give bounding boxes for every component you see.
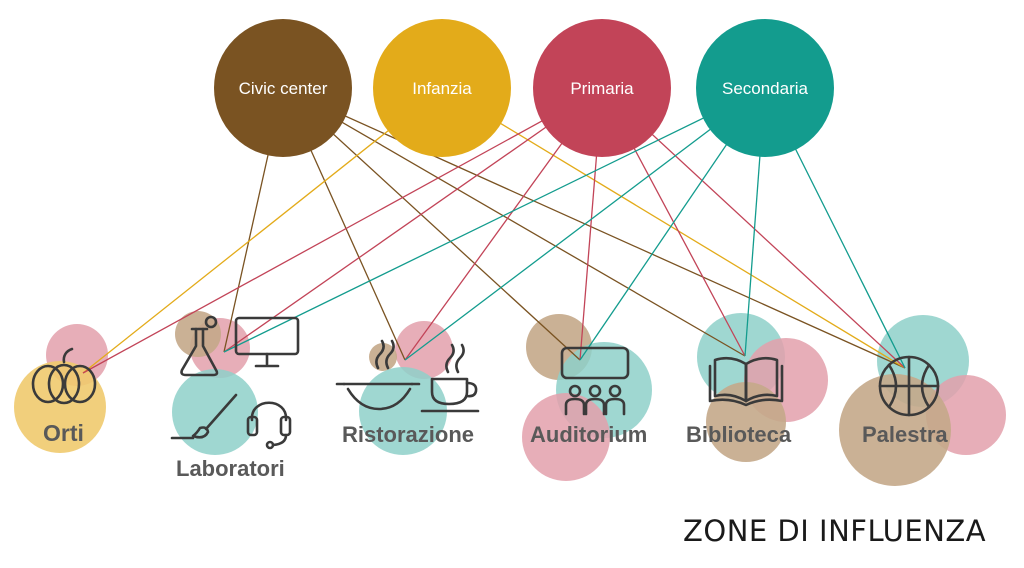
link-civic-biblioteca (282, 87, 746, 357)
monitor-icon (234, 316, 300, 368)
biblioteca-blob-tan (706, 382, 786, 462)
basketball-icon (878, 355, 940, 417)
diagram-caption: ZONE DI INFLUENZA (683, 514, 987, 548)
link-infanzia-orti (82, 87, 443, 374)
paintbrush-icon (170, 393, 238, 440)
hub-circle-civic (214, 19, 352, 157)
headset-icon (246, 401, 292, 450)
audience-icon (560, 346, 630, 416)
palestra-blob-tan (839, 374, 951, 486)
hub-circles: Civic center Infanzia Primaria Secondaria (214, 19, 834, 157)
pumpkin-icon (31, 347, 97, 405)
zone-label-palestra: Palestra (862, 422, 948, 447)
zone-icons (31, 315, 940, 450)
link-secondaria-ristorazione (404, 87, 766, 361)
auditorium-blob-pink (522, 393, 610, 481)
link-civic-palestra (282, 87, 906, 369)
zone-labels: Orti Laboratori Ristorazione Auditorium … (43, 420, 948, 481)
coffee-cup-icon (420, 343, 480, 413)
zone-label-auditorium: Auditorium (530, 422, 647, 447)
hub-circle-secondaria (696, 19, 834, 157)
link-primaria-orti (82, 87, 603, 374)
hub-label-secondaria: Secondaria (722, 79, 809, 98)
hub-circle-infanzia (373, 19, 511, 157)
hub-primaria: Primaria (533, 19, 671, 157)
ristorazione-blob-teal (359, 367, 447, 455)
hub-infanzia: Infanzia (373, 19, 511, 157)
hub-civic: Civic center (214, 19, 352, 157)
hub-secondaria: Secondaria (696, 19, 834, 157)
hub-label-civic: Civic center (239, 79, 328, 98)
zone-label-biblioteca: Biblioteca (686, 422, 792, 447)
orti-blob-yellow (14, 361, 106, 453)
food-bowl-icon (335, 339, 421, 411)
lab-flask-icon (180, 315, 219, 377)
link-primaria-laboratori (223, 87, 603, 353)
hub-circle-primaria (533, 19, 671, 157)
hub-label-infanzia: Infanzia (412, 79, 472, 98)
zone-label-orti: Orti (43, 420, 84, 446)
zone-label-ristorazione: Ristorazione (342, 422, 474, 447)
laboratori-blob-tan (175, 311, 221, 357)
zone-blobs (14, 311, 1006, 486)
hub-label-primaria: Primaria (570, 79, 634, 98)
laboratori-blob-teal (172, 369, 258, 455)
open-book-icon (708, 356, 784, 407)
link-infanzia-palestra (441, 87, 906, 369)
link-secondaria-laboratori (223, 87, 766, 353)
zone-label-laboratori: Laboratori (176, 456, 285, 481)
